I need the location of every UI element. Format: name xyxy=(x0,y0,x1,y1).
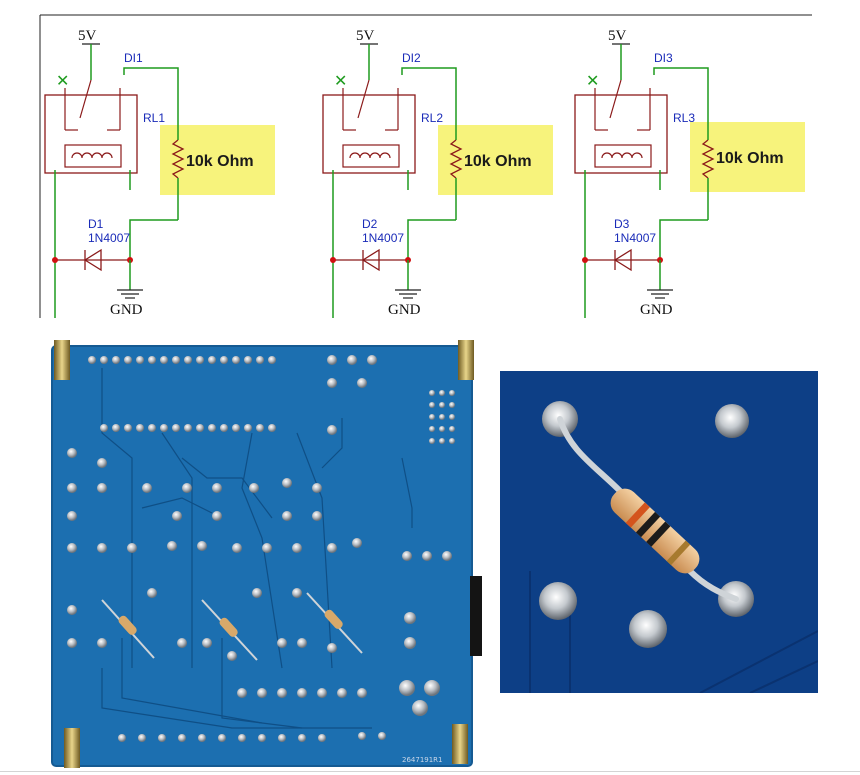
diode-part-label: 1N4007 xyxy=(88,231,130,245)
silkscreen-code: 2647191R1 xyxy=(402,756,443,764)
resistor-highlight xyxy=(438,125,553,195)
no-connect-icon: ✕ xyxy=(56,73,69,90)
standoff-top-right xyxy=(458,340,474,380)
resistor-closeup xyxy=(557,416,739,602)
solder-pads xyxy=(67,355,452,742)
junction-dot xyxy=(582,257,588,263)
diode-part-label: 1N4007 xyxy=(362,231,404,245)
resistor-value-label: 10k Ohm xyxy=(716,150,784,167)
resistor-closeup-photo xyxy=(500,371,818,693)
slide-switch xyxy=(470,576,482,656)
diode-part-label: 1N4007 xyxy=(614,231,656,245)
diode-label: D2 xyxy=(362,217,378,231)
solder-joint xyxy=(539,582,577,620)
pcb-back-photo: 2647191R1 xyxy=(42,338,490,770)
relay-channel-1: 5V DI1 RL1 ✕ D1 1N4007 GND 10k Ohm xyxy=(44,28,275,318)
standoff-bottom-right xyxy=(452,724,468,764)
resistor-r3 xyxy=(306,592,363,654)
resistor-value-label: 10k Ohm xyxy=(464,153,532,170)
diode-label: D3 xyxy=(614,217,630,231)
no-connect-icon: ✕ xyxy=(334,73,347,90)
no-connect-icon: ✕ xyxy=(586,73,599,90)
resistor-r1 xyxy=(101,599,155,659)
standoff-bottom-left xyxy=(64,728,80,768)
relay-schematic: 5V DI1 RL1 ✕ D1 1N4007 GND 10k Ohm xyxy=(39,14,812,318)
resistor-highlight xyxy=(160,125,275,195)
ground-label: GND xyxy=(388,302,421,318)
power-label: 5V xyxy=(608,28,627,44)
solder-joint xyxy=(629,610,667,648)
bottom-divider xyxy=(0,771,860,772)
diode-label: D1 xyxy=(88,217,104,231)
header-row-top xyxy=(88,356,276,364)
pcb-board xyxy=(52,346,472,766)
signal-label: DI2 xyxy=(402,51,421,65)
power-label: 5V xyxy=(78,28,97,44)
signal-label: DI3 xyxy=(654,51,673,65)
standoff-top-left xyxy=(54,340,70,380)
junction-dot xyxy=(330,257,336,263)
connector-pad-cluster xyxy=(429,390,455,444)
solder-joint xyxy=(715,404,749,438)
resistor-value-label: 10k Ohm xyxy=(186,153,254,170)
relay-channel-3: 5V DI3 RL3 ✕ D3 1N4007 GND 10k Ohm xyxy=(574,28,805,318)
resistor-r2 xyxy=(201,599,258,661)
relay-label: RL2 xyxy=(421,111,443,125)
ground-label: GND xyxy=(640,302,673,318)
relay-label: RL1 xyxy=(143,111,165,125)
power-label: 5V xyxy=(356,28,375,44)
relay-channel-2: 5V DI2 RL2 ✕ D2 1N4007 GND 10k Ohm xyxy=(322,28,553,318)
header-row-middle xyxy=(100,424,276,432)
junction-dot xyxy=(52,257,58,263)
signal-label: DI1 xyxy=(124,51,143,65)
relay-label: RL3 xyxy=(673,111,695,125)
ground-label: GND xyxy=(110,302,143,318)
